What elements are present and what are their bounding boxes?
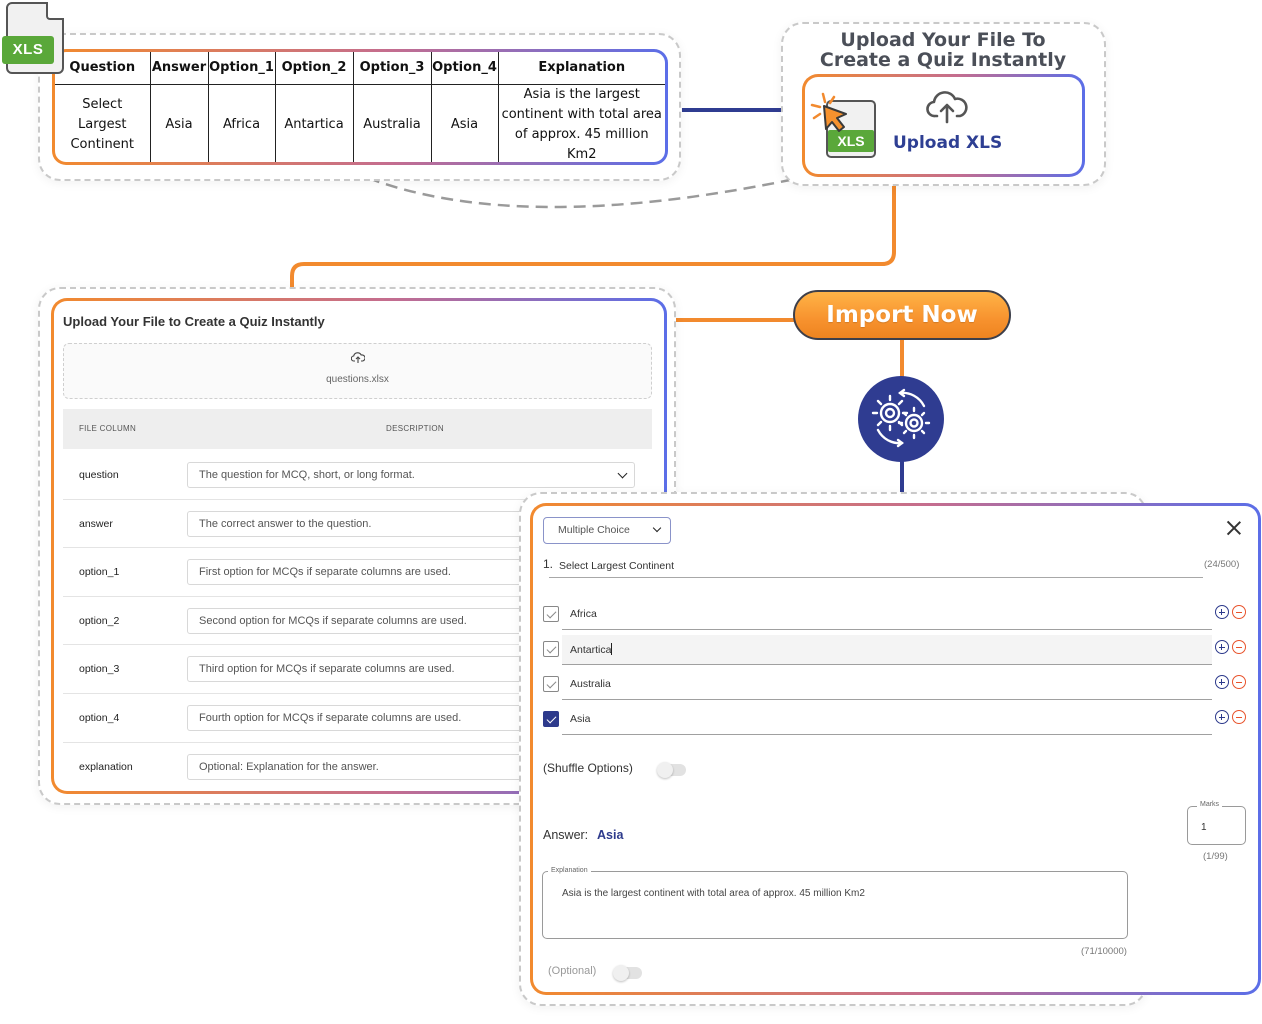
description-text: Optional: Explanation for the answer.	[199, 760, 379, 773]
file-column-name: option_2	[79, 614, 120, 627]
chevron-down-icon	[617, 468, 628, 479]
description-text: The correct answer to the question.	[199, 517, 372, 530]
question-input[interactable]: Select Largest Continent	[549, 560, 1203, 578]
upload-xls-label: Upload XLS	[893, 133, 1003, 153]
option-row: Antartica	[543, 635, 1248, 667]
shuffle-options-label: (Shuffle Options)	[543, 761, 633, 775]
explanation-label: Explanation	[548, 867, 591, 874]
cloud-upload-icon	[926, 91, 968, 124]
remove-option-icon[interactable]	[1232, 605, 1246, 619]
question-type-dropdown[interactable]: Multiple Choice	[543, 517, 671, 544]
header-cell: Option_4	[431, 52, 499, 85]
mapping-row: question The question for MCQ, short, or…	[63, 451, 652, 500]
description-text: Third option for MCQs if separate column…	[199, 663, 455, 676]
add-option-icon[interactable]	[1215, 675, 1229, 689]
description-text: Second option for MCQs if separate colum…	[199, 614, 467, 627]
spreadsheet-header-row: Question Answer Option_1 Option_2 Option…	[55, 52, 665, 85]
description-text: The question for MCQ, short, or long for…	[199, 469, 415, 481]
marks-label: Marks	[1197, 801, 1223, 808]
description-header: DESCRIPTION	[386, 424, 444, 433]
option-checkbox[interactable]	[543, 641, 559, 657]
data-cell: Africa	[208, 84, 276, 162]
file-column-name: question	[79, 469, 119, 481]
shuffle-options-toggle[interactable]	[657, 762, 686, 778]
remove-option-icon[interactable]	[1232, 710, 1246, 724]
header-cell: Answer	[150, 52, 209, 85]
question-editor-frame	[530, 503, 1261, 995]
option-checkbox[interactable]	[543, 676, 559, 692]
option-input[interactable]: Asia	[570, 713, 591, 725]
upload-title-line2: Create a Quiz Instantly	[819, 49, 1067, 71]
file-column-name: option_3	[79, 663, 120, 676]
question-type-value: Multiple Choice	[558, 524, 630, 536]
chevron-down-icon	[652, 523, 662, 533]
data-cell: Australia	[353, 84, 432, 162]
import-now-button[interactable]: Import Now	[793, 290, 1011, 340]
file-column-name: option_1	[79, 566, 120, 579]
option-input[interactable]: Antartica	[570, 643, 613, 656]
file-column-header: FILE COLUMN	[79, 424, 137, 433]
data-cell: Asia	[431, 84, 499, 162]
header-cell: Option_3	[353, 52, 432, 85]
data-cell: Asia	[150, 84, 209, 162]
file-column-name: option_4	[79, 712, 120, 724]
uploaded-file-name: questions.xlsx	[326, 374, 389, 385]
header-cell: Explanation	[498, 52, 665, 85]
option-row: Australia	[543, 672, 1248, 702]
import-card-title: Upload Your File to Create a Quiz Instan…	[63, 314, 325, 329]
explanation-optional-toggle[interactable]	[613, 965, 642, 981]
marks-value: 1	[1201, 822, 1207, 833]
description-text: First option for MCQs if separate column…	[199, 566, 451, 579]
file-column-name: answer	[79, 517, 113, 530]
spreadsheet-data-row: Select Largest Continent Asia Africa Ant…	[55, 84, 665, 162]
option-row: Africa	[543, 602, 1248, 632]
gears-process-icon	[858, 376, 944, 462]
explanation-textarea[interactable]: Asia is the largest continent with total…	[542, 871, 1128, 939]
close-icon[interactable]	[1224, 518, 1244, 538]
marks-counter: (1/99)	[1203, 851, 1228, 862]
remove-option-icon[interactable]	[1232, 640, 1246, 654]
explanation-text: Asia is the largest continent with total…	[562, 888, 865, 899]
add-option-icon[interactable]	[1215, 710, 1229, 724]
add-option-icon[interactable]	[1215, 605, 1229, 619]
question-text: Select Largest Continent	[559, 560, 674, 572]
question-char-counter: (24/500)	[1204, 559, 1240, 570]
option-input[interactable]: Australia	[570, 678, 611, 690]
header-cell: Question	[55, 52, 151, 85]
spreadsheet-frame: Question Answer Option_1 Option_2 Option…	[52, 49, 668, 165]
option-row: Asia	[543, 707, 1248, 737]
remove-option-icon[interactable]	[1232, 675, 1246, 689]
header-cell: Option_1	[208, 52, 276, 85]
marks-input[interactable]: 1	[1187, 806, 1246, 845]
file-dropzone[interactable]: questions.xlsx	[63, 343, 652, 399]
cloud-upload-icon	[351, 352, 365, 363]
data-cell: Antartica	[275, 84, 354, 162]
option-checkbox-checked[interactable]	[543, 711, 559, 727]
explanation-char-counter: (71/10000)	[1081, 946, 1127, 957]
xls-badge: XLS	[2, 36, 54, 64]
option-input[interactable]: Africa	[570, 608, 597, 620]
column-description-select[interactable]: The question for MCQ, short, or long for…	[187, 462, 635, 488]
mapping-table-header: FILE COLUMN DESCRIPTION	[63, 409, 652, 449]
description-text: Fourth option for MCQs if separate colum…	[199, 712, 462, 724]
data-cell: Select Largest Continent	[55, 84, 151, 162]
spreadsheet-table: Question Answer Option_1 Option_2 Option…	[55, 52, 665, 162]
answer-label: Answer:	[543, 828, 589, 842]
file-column-name: explanation	[79, 760, 133, 773]
option-checkbox[interactable]	[543, 606, 559, 622]
option-text: Antartica	[570, 644, 612, 656]
data-cell: Asia is the largest continent with total…	[501, 86, 662, 162]
add-option-icon[interactable]	[1215, 640, 1229, 654]
upload-title-line1: Upload Your File To	[840, 29, 1046, 51]
click-cursor-icon	[810, 92, 847, 132]
header-cell: Option_2	[275, 52, 354, 85]
xls-file-icon: XLS	[2, 2, 68, 78]
optional-label: (Optional)	[548, 965, 597, 977]
answer-value: Asia	[597, 828, 624, 842]
question-number: 1.	[543, 557, 554, 571]
xls-badge: XLS	[828, 130, 874, 152]
